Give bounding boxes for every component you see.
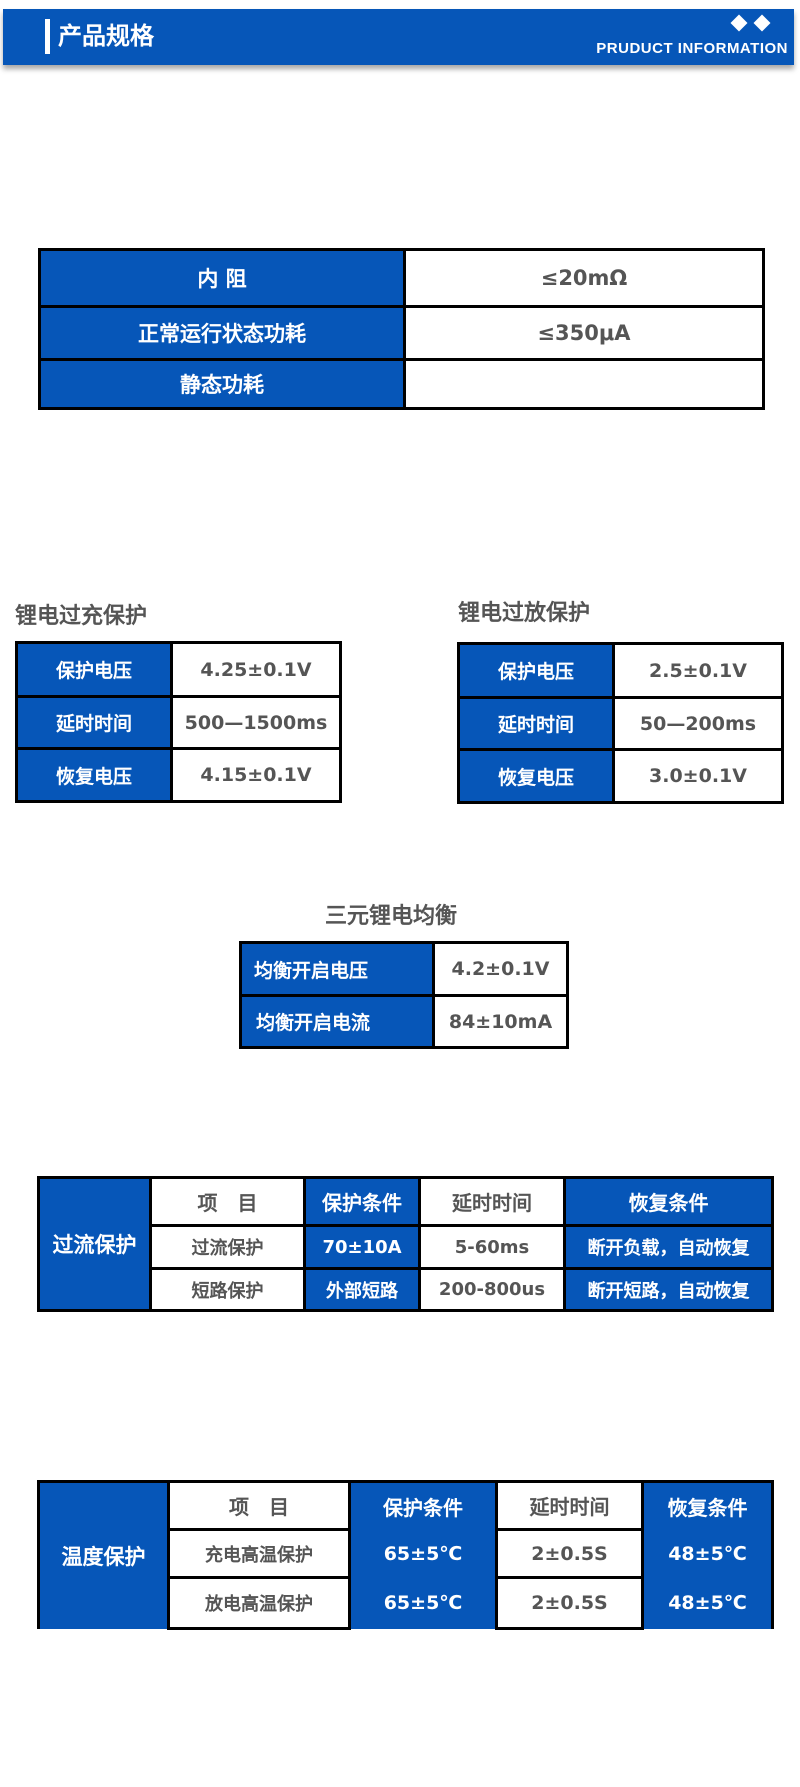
table-cell: 放电高温保护 <box>167 1576 351 1630</box>
spec-label: 静态功耗 <box>38 358 406 410</box>
spec-label: 正常运行状态功耗 <box>38 305 406 361</box>
column-header: 项 目 <box>149 1176 306 1227</box>
balance-title: 三元锂电均衡 <box>325 904 458 929</box>
table-cell: 充电高温保护 <box>167 1528 351 1579</box>
header-accent-bar <box>45 19 50 54</box>
table-row: 均衡开启电压 4.2±0.1V <box>239 941 569 997</box>
header-subtitle: PRUDUCT INFORMATION <box>596 40 788 57</box>
table-row: 内 阻 ≤20mΩ <box>38 248 765 308</box>
column-header: 延时时间 <box>495 1480 644 1531</box>
column-header: 保护条件 <box>303 1176 421 1227</box>
table-cell: 2±0.5S <box>495 1576 644 1630</box>
table-row: 过流保护 项 目 保护条件 延时时间 恢复条件 <box>37 1176 774 1312</box>
spec-value: 4.25±0.1V <box>170 641 342 698</box>
column-header: 恢复条件 <box>563 1176 774 1227</box>
table-row: 延时时间 500—1500ms <box>15 695 342 750</box>
table-cell: 65±5℃ <box>348 1529 498 1578</box>
table-cell: 70±10A <box>303 1224 421 1270</box>
spec-label: 保护电压 <box>457 642 615 699</box>
column-header: 延时时间 <box>418 1176 566 1227</box>
spec-value: 500—1500ms <box>170 695 342 750</box>
spec-value: 4.2±0.1V <box>432 941 569 997</box>
balance-table: 均衡开启电压 4.2±0.1V 均衡开启电流 84±10mA <box>239 941 569 1049</box>
overdischarge-title: 锂电过放保护 <box>458 601 591 626</box>
table-row: 静态功耗 <box>38 358 765 410</box>
overcharge-table: 保护电压 4.25±0.1V 延时时间 500—1500ms 恢复电压 4.15… <box>15 641 342 803</box>
group-label: 过流保护 <box>37 1176 152 1312</box>
spec-value: 4.15±0.1V <box>170 747 342 803</box>
spec-label: 保护电压 <box>15 641 173 698</box>
overcharge-title: 锂电过充保护 <box>15 604 148 629</box>
spec-value: ≤350μA <box>403 305 765 361</box>
table-cell: 过流保护 <box>149 1224 306 1270</box>
table-cell: 外部短路 <box>303 1267 421 1312</box>
temperature-table: 温度保护 项 目 保护条件 延时时间 恢复条件 充电高温保护 65±5℃ 2±0… <box>37 1480 774 1630</box>
table-row: 保护电压 4.25±0.1V <box>15 641 342 698</box>
spec-label: 恢复电压 <box>457 748 615 804</box>
table-row: 恢复电压 4.15±0.1V <box>15 747 342 803</box>
table-row: 温度保护 项 目 保护条件 延时时间 恢复条件 <box>37 1480 774 1629</box>
spec-label: 内 阻 <box>38 248 406 308</box>
spec-label: 均衡开启电流 <box>239 994 435 1049</box>
column-header: 恢复条件 <box>641 1480 774 1530</box>
table-cell: 5-60ms <box>418 1224 566 1270</box>
spec-value: 50—200ms <box>612 696 784 751</box>
table-row: 放电高温保护 65±5℃ 2±0.5S 48±5℃ <box>39 1576 774 1630</box>
spec-label: 延时时间 <box>15 695 173 750</box>
header-title: 产品规格 <box>58 22 154 50</box>
group-label: 温度保护 <box>37 1480 170 1629</box>
spec-value: 3.0±0.1V <box>612 748 784 804</box>
table-row: 短路保护 外部短路 200-800us 断开短路，自动恢复 <box>39 1267 774 1312</box>
table-cell: 短路保护 <box>149 1267 306 1312</box>
table-row: 正常运行状态功耗 ≤350μA <box>38 305 765 361</box>
spec-label: 延时时间 <box>457 696 615 751</box>
table-row: 过流保护 70±10A 5-60ms 断开负载，自动恢复 <box>39 1224 774 1270</box>
spec-value: 2.5±0.1V <box>612 642 784 699</box>
basic-specs-table: 内 阻 ≤20mΩ 正常运行状态功耗 ≤350μA 静态功耗 <box>38 248 765 410</box>
overcurrent-table: 过流保护 项 目 保护条件 延时时间 恢复条件 过流保护 70±10A 5-60… <box>37 1176 774 1312</box>
table-cell: 200-800us <box>418 1267 566 1312</box>
table-row: 延时时间 50—200ms <box>457 696 784 751</box>
spec-value: ≤20mΩ <box>403 248 765 308</box>
diamond-icon <box>753 14 771 32</box>
table-cell: 2±0.5S <box>495 1528 644 1579</box>
table-cell: 65±5℃ <box>348 1577 498 1629</box>
spec-value <box>403 358 765 410</box>
table-cell: 断开负载，自动恢复 <box>563 1224 774 1270</box>
table-row: 充电高温保护 65±5℃ 2±0.5S 48±5℃ <box>39 1528 774 1579</box>
spec-label: 恢复电压 <box>15 747 173 803</box>
column-header: 项 目 <box>167 1480 351 1531</box>
spec-value: 84±10mA <box>432 994 569 1049</box>
table-row: 保护电压 2.5±0.1V <box>457 642 784 699</box>
section-header: 产品规格 PRUDUCT INFORMATION <box>3 9 794 65</box>
column-header: 保护条件 <box>348 1480 498 1530</box>
table-row: 均衡开启电流 84±10mA <box>239 994 569 1049</box>
table-cell: 48±5℃ <box>641 1529 774 1578</box>
spec-label: 均衡开启电压 <box>239 941 435 997</box>
overdischarge-table: 保护电压 2.5±0.1V 延时时间 50—200ms 恢复电压 3.0±0.1… <box>457 642 784 804</box>
table-row: 恢复电压 3.0±0.1V <box>457 748 784 804</box>
diamond-icon <box>730 14 748 32</box>
table-cell: 48±5℃ <box>641 1577 774 1629</box>
table-cell: 断开短路，自动恢复 <box>563 1267 774 1312</box>
